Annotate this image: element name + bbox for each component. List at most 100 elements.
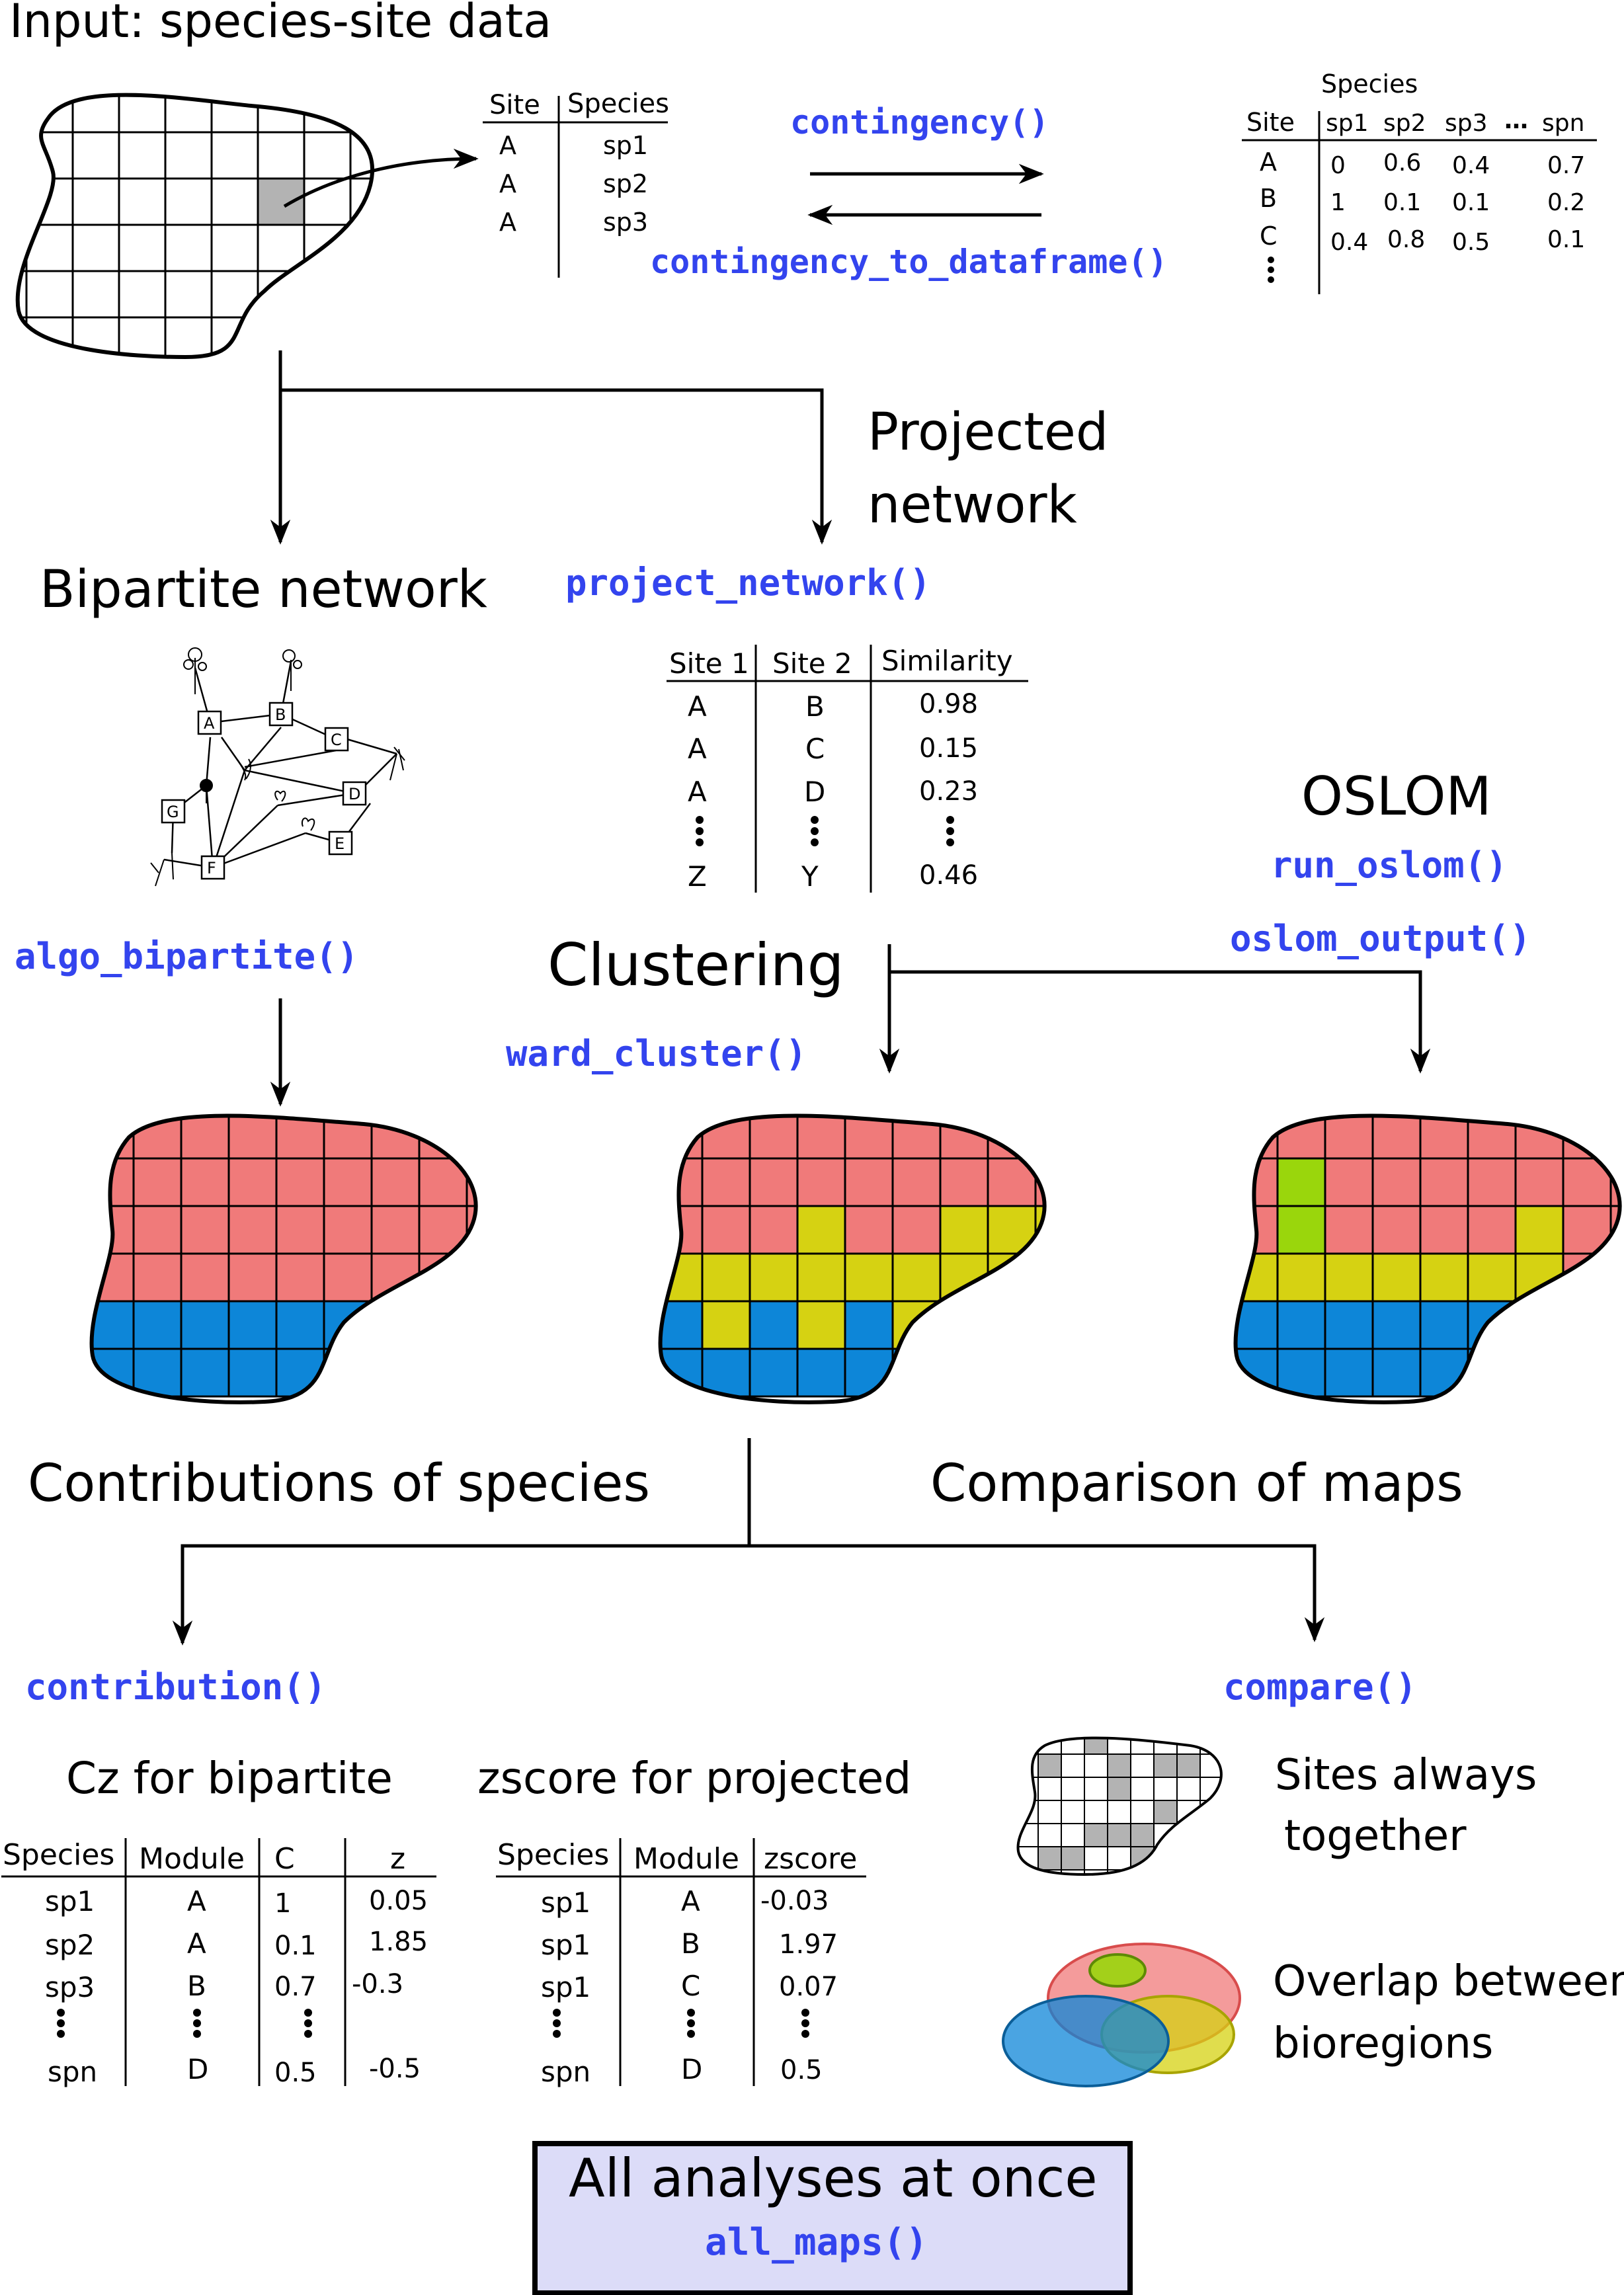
zscore-cell: 0.07: [779, 1972, 838, 2002]
matrix-row-ellipsis: [1268, 257, 1274, 283]
matrix-cell: 0: [1330, 152, 1346, 179]
sim-cell: 0.46: [919, 860, 978, 891]
sim-cell: B: [805, 690, 825, 723]
fn-oslom-output[interactable]: oslom_output(): [1230, 918, 1531, 959]
sim-cell: 0.23: [919, 776, 978, 807]
fn-algo-bipartite[interactable]: algo_bipartite(): [15, 936, 358, 977]
cz-cell: 0.7: [274, 1972, 317, 2002]
cz-cell: 1: [274, 1888, 291, 1919]
cz-cell: B: [187, 1970, 206, 2002]
matrix-site-header: Site: [1246, 108, 1295, 137]
projected-title: Projected: [868, 403, 1108, 462]
sim-cell: Z: [688, 860, 707, 893]
matrix-cell: 1: [1330, 189, 1346, 216]
cz-cell: 0.1: [274, 1931, 317, 1961]
cz-title: Cz for bipartite: [66, 1753, 393, 1804]
zscore-cell: B: [681, 1927, 700, 1960]
cz-cell: 0.05: [369, 1886, 428, 1916]
sim-cell: A: [688, 733, 707, 765]
sim-cell: 0.15: [919, 733, 978, 764]
zscore-table: zscore for projected Species Module zsco…: [477, 1753, 911, 2088]
fn-contingency[interactable]: contingency(): [790, 103, 1049, 141]
contingency-matrix: Species Site sp1 sp2 sp3 … spn A 0 0.6 0…: [1242, 69, 1597, 294]
cluster-map: [1233, 1113, 1622, 1404]
all-maps-box[interactable]: All analyses at once all_maps(): [532, 2141, 1133, 2295]
zscore-cell: 1.97: [779, 1929, 838, 1960]
cz-row-ellipsis: [57, 2009, 312, 2038]
matrix-cell: 0.7: [1547, 152, 1585, 179]
bipartite-node-label: D: [348, 785, 360, 803]
long-cell-site: A: [499, 169, 516, 198]
fn-contribution[interactable]: contribution(): [25, 1666, 326, 1708]
cz-header: C: [274, 1842, 295, 1876]
cz-table: Cz for bipartite Species Module C z sp1 …: [1, 1753, 436, 2088]
fn-all-maps[interactable]: all_maps(): [705, 2221, 928, 2264]
zscore-cell: A: [681, 1885, 700, 1917]
long-cell-site: A: [499, 131, 516, 160]
input-grid-map: [0, 79, 410, 370]
cz-cell: -0.5: [369, 2054, 421, 2084]
sim-cell: 0.98: [919, 689, 978, 719]
zscore-cell: sp1: [541, 1929, 590, 1961]
bipartite-node-label: G: [167, 803, 179, 821]
sim-header: Site 1: [669, 647, 749, 680]
cz-cell: -0.3: [352, 1969, 403, 1999]
sim-header: Site 2: [772, 647, 852, 680]
input-title: Input: species-site data: [9, 0, 551, 48]
highlighted-cell: [258, 179, 304, 225]
clustering-title: Clustering: [548, 931, 844, 999]
matrix-cell: 0.5: [1452, 229, 1490, 256]
sim-cell: C: [805, 733, 825, 765]
matrix-cell: 0.1: [1383, 189, 1421, 216]
cz-header: z: [390, 1842, 405, 1876]
sites-together-label: together: [1284, 1812, 1467, 1861]
zscore-cell: 0.5: [780, 2055, 823, 2085]
fn-contingency-to-dataframe[interactable]: contingency_to_dataframe(): [650, 243, 1168, 281]
sim-cell: D: [804, 776, 825, 808]
site-species-table: Site Species A sp1 A sp2 A sp3: [483, 89, 669, 278]
bipartite-network: A B C D E F G: [150, 647, 405, 887]
zscore-title: zscore for projected: [477, 1753, 911, 1804]
zscore-cell: spn: [541, 2056, 590, 2088]
matrix-species-header: Species: [1321, 69, 1418, 99]
sim-row-ellipsis: [696, 816, 954, 846]
fn-compare[interactable]: compare(): [1223, 1666, 1417, 1708]
long-header-species: Species: [567, 89, 669, 119]
projected-title: network: [868, 475, 1077, 535]
sim-cell: A: [688, 776, 707, 808]
sim-cell: Y: [801, 860, 819, 893]
cz-cell: sp1: [45, 1885, 95, 1917]
fn-ward-cluster[interactable]: ward_cluster(): [506, 1033, 807, 1074]
contributions-title: Contributions of species: [28, 1454, 650, 1513]
overlap-label: bioregions: [1273, 2019, 1493, 2068]
fn-project-network[interactable]: project_network(): [565, 562, 931, 604]
cz-cell: D: [187, 2053, 208, 2085]
cz-cell: sp2: [45, 1929, 95, 1961]
cz-header: Module: [139, 1842, 245, 1876]
similarity-table: Site 1 Site 2 Similarity A B 0.98 A C 0.…: [667, 645, 1028, 893]
fn-run-oslom[interactable]: run_oslom(): [1271, 844, 1508, 886]
cz-cell: sp3: [45, 1971, 95, 2003]
zscore-cell: sp1: [541, 1971, 590, 2003]
bipartite-title: Bipartite network: [40, 560, 487, 620]
bipartite-node-label: A: [204, 714, 215, 733]
matrix-col-header: sp3: [1445, 110, 1488, 137]
matrix-row-site: A: [1260, 147, 1277, 177]
sim-header: Similarity: [881, 645, 1013, 677]
all-maps-title: All analyses at once: [569, 2148, 1098, 2209]
plant-sketch: [150, 647, 405, 887]
sites-together-map: [1016, 1736, 1223, 1876]
cz-cell: spn: [48, 2056, 97, 2088]
long-header-site: Site: [489, 90, 540, 120]
bipartite-node-label: F: [207, 859, 216, 877]
clustering-connector: [887, 944, 1431, 1074]
long-cell-species: sp3: [603, 208, 648, 237]
zscore-row-ellipsis: [553, 2009, 809, 2038]
sim-cell: A: [688, 690, 707, 723]
matrix-cell: 0.8: [1387, 226, 1425, 253]
zscore-header: Module: [633, 1842, 739, 1876]
overlap-label: Overlap between: [1273, 1957, 1624, 2006]
matrix-col-ellipsis: …: [1504, 107, 1528, 134]
zscore-cell: -0.03: [760, 1886, 829, 1916]
